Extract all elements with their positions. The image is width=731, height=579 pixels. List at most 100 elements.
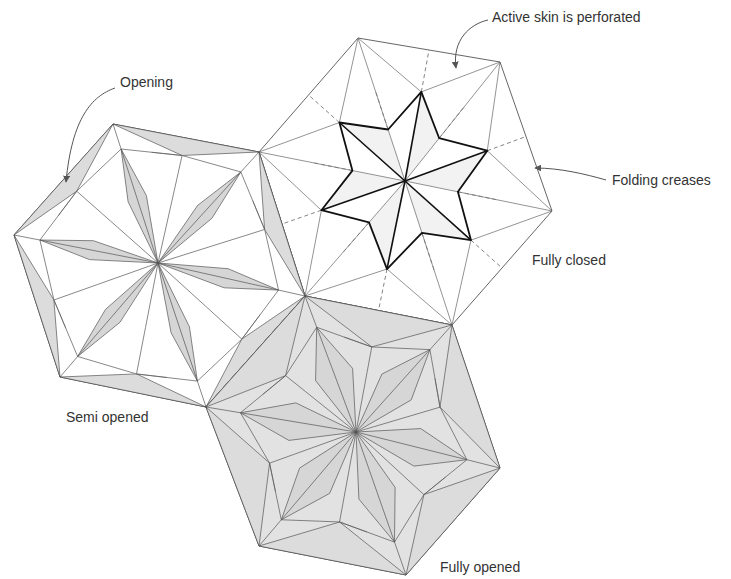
fold-line xyxy=(356,432,467,460)
annotation-label: Semi opened xyxy=(66,409,149,426)
fold-line xyxy=(305,269,387,296)
fold-line xyxy=(78,356,137,373)
fold-line xyxy=(405,477,424,495)
fold-line xyxy=(367,347,372,371)
fold-line xyxy=(344,337,372,347)
fold-line xyxy=(259,520,281,546)
fold-line xyxy=(54,285,98,300)
fold-line xyxy=(356,414,416,432)
fold-line xyxy=(137,328,146,374)
semi-opened-module xyxy=(14,124,305,407)
folding-crease xyxy=(343,222,369,252)
fully-opened-module xyxy=(206,296,500,575)
fold-line xyxy=(158,201,172,264)
fold-line xyxy=(471,211,552,240)
folding-crease xyxy=(379,269,387,310)
fold-line xyxy=(339,38,358,123)
fold-line xyxy=(241,376,286,413)
fold-line xyxy=(356,432,405,477)
fold-line xyxy=(294,432,356,454)
fold-line xyxy=(158,244,220,264)
fold-line xyxy=(60,356,78,377)
folding-crease xyxy=(458,192,496,200)
fold-line xyxy=(146,263,159,328)
fold-line xyxy=(467,460,500,468)
fold-line xyxy=(259,123,339,152)
fold-line xyxy=(197,381,206,407)
opening-flap xyxy=(440,325,500,468)
fold-line xyxy=(340,522,367,532)
fold-line xyxy=(270,454,295,463)
fold-line xyxy=(395,542,407,575)
opening-flap xyxy=(259,522,406,575)
fold-line xyxy=(98,263,159,285)
star-ridge xyxy=(321,181,405,210)
fold-line xyxy=(286,376,306,392)
folding-crease xyxy=(471,240,502,268)
fold-line xyxy=(356,371,367,432)
fold-line xyxy=(121,149,158,263)
perforated-facet xyxy=(321,171,405,211)
fold-line xyxy=(207,307,242,339)
fold-line xyxy=(113,124,121,149)
fold-line xyxy=(40,240,54,300)
star-ridge xyxy=(405,92,421,181)
fold-line xyxy=(121,149,182,155)
fold-line xyxy=(281,432,356,520)
leader-arrow xyxy=(455,20,488,68)
leader-arrow xyxy=(535,168,606,180)
fold-line xyxy=(372,347,430,350)
star-outline xyxy=(321,92,487,269)
annotation-label: Fully opened xyxy=(440,559,520,576)
fold-line xyxy=(452,240,471,325)
fold-line xyxy=(111,221,158,263)
shaded-kite xyxy=(241,403,357,441)
fold-line xyxy=(253,201,265,230)
fold-line xyxy=(424,477,445,494)
hexagon-outline xyxy=(259,38,552,325)
folding-crease xyxy=(376,92,388,129)
fold-line xyxy=(54,300,78,357)
folding-crease xyxy=(314,163,352,171)
fold-line xyxy=(305,210,321,296)
fold-line xyxy=(281,520,339,522)
star-ridge xyxy=(405,151,487,181)
leader-arrow xyxy=(66,88,115,182)
annotation-label: Fully closed xyxy=(532,252,606,269)
opening-flap xyxy=(406,468,500,575)
fold-line xyxy=(220,229,265,243)
annotation-label: Opening xyxy=(120,74,173,91)
fold-line xyxy=(242,315,260,340)
fold-line xyxy=(259,152,405,181)
hexagon-outline xyxy=(206,296,500,575)
shaded-kite xyxy=(356,432,395,542)
fold-line xyxy=(78,263,158,356)
fold-line xyxy=(40,191,77,240)
fold-line xyxy=(182,156,241,172)
fold-line xyxy=(40,240,158,263)
folding-crease xyxy=(439,107,464,138)
star-ridge xyxy=(339,123,405,181)
fold-line xyxy=(241,152,259,172)
shaded-kite xyxy=(40,240,158,263)
annotation-label: Active skin is perforated xyxy=(492,9,641,26)
fold-line xyxy=(435,378,440,407)
fold-line xyxy=(263,376,286,395)
fold-line xyxy=(152,152,182,155)
fold-line xyxy=(487,62,500,151)
fold-line xyxy=(430,350,440,408)
fold-line xyxy=(14,235,40,240)
shaded-kite xyxy=(356,350,430,432)
folding-crease xyxy=(487,137,526,151)
fold-line xyxy=(270,463,276,491)
fold-line xyxy=(306,392,356,432)
fold-line xyxy=(206,407,241,413)
fold-line xyxy=(405,62,500,181)
fold-line xyxy=(416,407,440,414)
fold-line xyxy=(158,263,279,290)
hexagon-outline xyxy=(14,124,305,407)
fold-line xyxy=(77,149,121,191)
fold-line xyxy=(286,327,317,375)
